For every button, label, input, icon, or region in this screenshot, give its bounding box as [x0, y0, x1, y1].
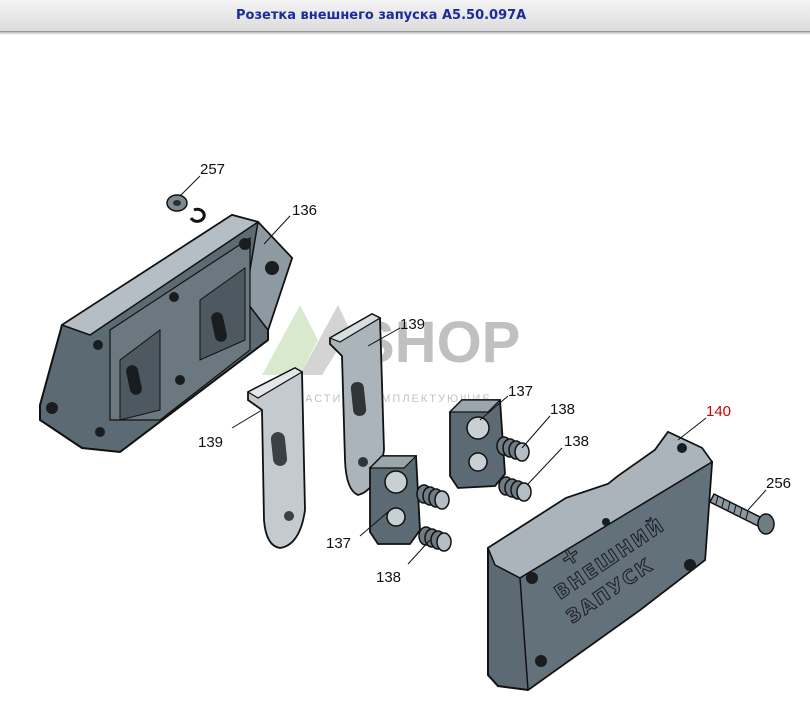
watermark-logo: SHOP ЗАПЧАСТИ И КОМПЛЕКТУЮЩИЕ [262, 305, 520, 405]
watermark-brand: SHOP [356, 310, 520, 375]
part-139-contact-right[interactable] [328, 312, 385, 496]
title-bar-shadow [0, 32, 810, 35]
part-138-spring-a[interactable] [496, 436, 530, 462]
part-257-nut[interactable] [166, 194, 206, 223]
callout-139-right[interactable]: 139 [400, 316, 425, 333]
callout-137-lower[interactable]: 137 [326, 535, 351, 552]
callout-257[interactable]: 257 [200, 161, 225, 178]
part-138-spring-b[interactable] [498, 476, 532, 502]
part-136-housing[interactable] [39, 213, 294, 454]
part-138-spring-d[interactable] [418, 526, 452, 552]
callout-137-upper[interactable]: 137 [508, 383, 533, 400]
callout-139-left[interactable]: 139 [198, 434, 223, 451]
callout-138-b[interactable]: 138 [564, 433, 589, 450]
part-140-cover-plate[interactable]: + ВНЕШНИЙ ЗАПУСК [487, 430, 714, 692]
callout-256[interactable]: 256 [766, 475, 791, 492]
callouts: 257 136 139 139 137 137 138 138 138 140 … [198, 161, 791, 586]
callout-140[interactable]: 140 [706, 403, 731, 420]
part-139-contact-left[interactable] [246, 366, 306, 549]
window-title: Розетка внешнего запуска А5.50.097А [236, 8, 527, 23]
callout-138-c[interactable]: 138 [376, 569, 401, 586]
title-bar: Розетка внешнего запуска А5.50.097А [0, 0, 810, 32]
part-138-spring-c[interactable] [416, 484, 450, 510]
callout-138-a[interactable]: 138 [550, 401, 575, 418]
leader-lines [179, 175, 767, 565]
part-256-screw[interactable] [708, 492, 775, 535]
part-137-terminal-lower[interactable] [368, 455, 421, 545]
callout-136[interactable]: 136 [292, 202, 317, 219]
